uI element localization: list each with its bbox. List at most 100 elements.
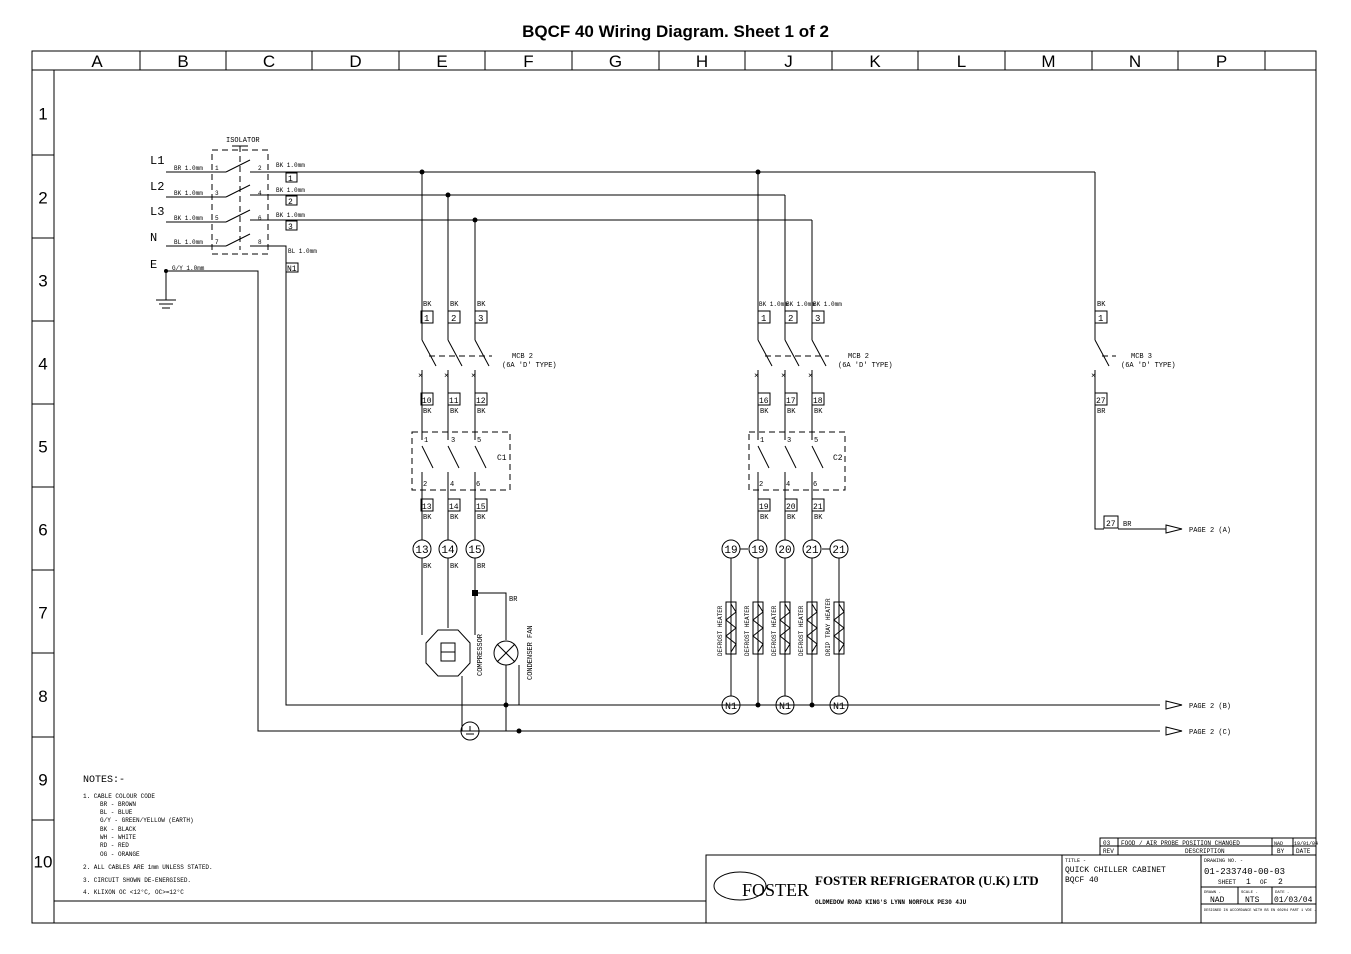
drawing-no: 01-233740-00-03 [1204,867,1285,877]
column-label-g: G [609,52,622,71]
date-head: DATE [1296,848,1311,855]
iso-term-7: 7 [215,239,219,246]
mcb2-in-3: 3 [815,314,820,324]
neutral-terminal-label: N1 [779,702,791,713]
sheet-total: 2 [1278,878,1283,887]
c1-out-colour: BK [450,514,459,522]
mcb2-out-1: 16 [759,397,769,406]
logo-text: FOSTER [742,880,809,900]
neutral-terminal [721,695,741,715]
c2-pole-top: 3 [787,437,791,445]
heater-coil [752,603,764,653]
wire-tag [784,392,798,406]
mcb2-pole [784,339,800,367]
mcb2-pole [757,339,773,367]
terminal-14-colour: BK [450,563,459,571]
mcb3-pole [1094,339,1110,367]
drawing-frame [31,50,1317,924]
row-label-6: 6 [38,521,47,540]
mcb1-type: (6A 'D' TYPE) [502,362,557,370]
scale-label: SCALE - [1241,891,1258,895]
heater-label: DEFROST HEATER [798,605,805,656]
page-ref-a-wire: 27 [1106,520,1116,529]
c2-pole-bottom: 2 [759,481,763,489]
c1-out-colour: BK [477,514,486,522]
heater-label: DEFROST HEATER [717,605,724,656]
cable-out-l1: BK 1.0mm [276,162,305,169]
cable-out-n: BL 1.0mm [288,248,317,255]
page-ref-a: PAGE 2 (A) [1189,527,1231,535]
c1-contact [421,445,434,469]
title-line-2: BQCF 40 [1065,876,1099,885]
column-label-j: J [784,52,793,71]
column-label-n: N [1129,52,1141,71]
arrow-page2-c [1165,726,1183,736]
neutral-terminal-label: N1 [725,702,737,713]
wire-tag [1094,310,1108,324]
note-line: 2. ALL CABLES ARE 1mm UNLESS STATED. [83,864,213,871]
rev-number: 03 [1103,840,1111,847]
c2-pole-top: 1 [760,437,764,445]
wire-tag [420,392,434,406]
row-label-2: 2 [38,189,47,208]
iso-contact-2 [225,184,251,198]
c1-label: C1 [497,454,507,463]
terminal-15-colour: BR [477,563,486,571]
contactor-c2-box [748,431,846,491]
wire-neutral [250,245,1160,706]
mcb2-out-colour: BK [760,408,769,416]
terminal-label: 21 [832,545,846,557]
foster-logo-icon [713,871,767,901]
line-label-l1: L1 [150,154,164,168]
date-label: DATE - [1275,891,1289,895]
c1-contact [447,445,460,469]
rev-description: FOOD / AIR PROBE POSITION CHANGED [1121,840,1240,847]
mcb2-trip: × [808,372,813,381]
c2-contact [757,445,770,469]
wire-tag [784,310,798,324]
fan-blade [496,643,516,663]
cable-earth: G/Y 1.0mm [172,265,205,272]
of-label: OF [1260,879,1268,886]
cable-l2: BK 1.0mm [174,190,203,197]
mcb1-trip: × [418,372,423,381]
title-block [705,854,1317,924]
wire-tag [1094,392,1108,406]
line-label-l3: L3 [150,205,164,219]
c2-out-colour: BK [814,514,823,522]
mcb2-type: (6A 'D' TYPE) [838,362,893,370]
iso-term-6: 6 [258,215,262,222]
mcb3-in-colour: BK [1097,301,1106,309]
mcb3-type: (6A 'D' TYPE) [1121,362,1176,370]
c2-out-2: 20 [786,503,796,512]
note-line: BL - BLUE [100,809,133,816]
column-label-m: M [1041,52,1055,71]
mcb1-out-colour: BK [477,408,486,416]
wire-tag-n1 [285,262,299,273]
column-label-f: F [523,52,533,71]
earth-label: E [150,258,157,272]
mcb2-out-3: 18 [813,397,823,406]
iso-term-2: 2 [258,165,262,172]
column-label-k: K [869,52,881,71]
cable-out-l2: BK 1.0mm [276,187,305,194]
mcb1-in-1: 1 [424,314,429,324]
cable-n: BL 1.0mm [174,239,203,246]
row-label-3: 3 [38,272,47,291]
wire-tag [811,392,825,406]
c2-label: C2 [833,454,843,463]
wire-tag [1103,515,1119,529]
wire-tag-2-text: 2 [288,198,293,207]
column-label-h: H [696,52,708,71]
line-label-n: N [150,231,157,245]
neutral-terminal [775,695,795,715]
iso-term-3: 3 [215,190,219,197]
title-line-1: QUICK CHILLER CABINET [1065,866,1166,875]
terminal-label: 19 [724,545,737,557]
column-label-c: C [263,52,275,71]
c1-pole-top: 1 [424,437,428,445]
wire-tag [447,310,461,324]
wire-tag [811,310,825,324]
row-label-4: 4 [38,355,47,374]
